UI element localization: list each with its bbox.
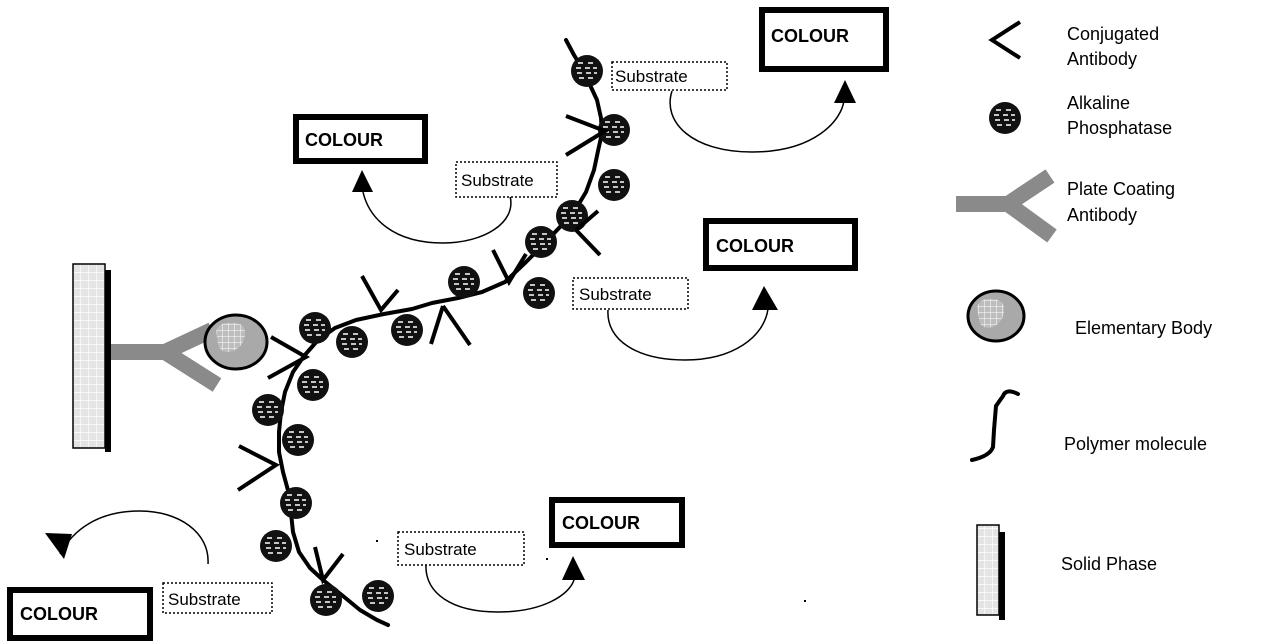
substrate-label: Substrate <box>168 590 241 609</box>
substrate-box-upper: Substrate <box>455 161 558 198</box>
substrate-box-top: Substrate <box>611 61 728 91</box>
legend-label: Alkaline <box>1067 93 1130 113</box>
legend-solid-phase: Solid Phase <box>976 524 1157 620</box>
reaction-arrows <box>45 80 856 613</box>
conjugated-antibodies <box>236 114 610 585</box>
legend: Conjugated Antibody Alkaline Phosphatase… <box>956 20 1212 620</box>
colour-label: COLOUR <box>716 236 794 256</box>
substrate-label: Substrate <box>461 171 534 190</box>
legend-polymer-molecule: Polymer molecule <box>970 389 1207 462</box>
alkaline-phosphatase-icon <box>988 101 1022 135</box>
legend-label: Solid Phase <box>1061 554 1157 574</box>
colour-box-top-right: COLOUR <box>759 7 889 72</box>
legend-conjugated-antibody: Conjugated Antibody <box>988 20 1159 69</box>
plate-coating-antibody <box>111 322 222 392</box>
polymer-molecule-icon <box>970 389 1020 462</box>
legend-label: Elementary Body <box>1075 318 1212 338</box>
legend-plate-coating-antibody: Plate Coating Antibody <box>956 169 1175 243</box>
conjugated-antibody-icon <box>988 20 1022 60</box>
substrate-box-bottom: Substrate <box>397 531 525 566</box>
colour-box-bottom-middle: COLOUR <box>549 497 685 548</box>
legend-label: Conjugated <box>1067 24 1159 44</box>
colour-label: COLOUR <box>562 513 640 533</box>
substrate-box-middle: Substrate <box>572 277 689 310</box>
solid-phase <box>72 263 111 452</box>
substrate-box-bottom-left: Substrate <box>162 582 273 614</box>
substrate-label: Substrate <box>579 285 652 304</box>
colour-box-middle-right: COLOUR <box>703 218 858 271</box>
legend-alkaline-phosphatase: Alkaline Phosphatase <box>988 93 1172 138</box>
legend-label: Polymer molecule <box>1064 434 1207 454</box>
polymer-molecule <box>277 38 604 627</box>
legend-label: Antibody <box>1067 49 1137 69</box>
elementary-body-icon <box>966 289 1026 343</box>
plate-coating-antibody-icon <box>956 169 1057 243</box>
legend-elementary-body: Elementary Body <box>966 289 1212 343</box>
legend-label: Phosphatase <box>1067 118 1172 138</box>
legend-label: Antibody <box>1067 205 1137 225</box>
colour-box-upper-left: COLOUR <box>293 114 428 164</box>
legend-label: Plate Coating <box>1067 179 1175 199</box>
substrate-label: Substrate <box>615 67 688 86</box>
substrate-label: Substrate <box>404 540 477 559</box>
colour-label: COLOUR <box>305 130 383 150</box>
colour-label: COLOUR <box>20 604 98 624</box>
elementary-body <box>203 313 269 371</box>
colour-box-bottom-left: COLOUR <box>7 587 153 641</box>
colour-label: COLOUR <box>771 26 849 46</box>
solid-phase-icon <box>976 524 1005 620</box>
